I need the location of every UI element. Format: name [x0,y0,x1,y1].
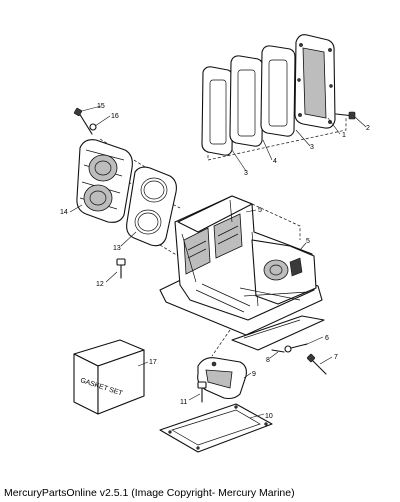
callout-6: 6 [325,335,329,342]
adapter-plate [211,315,325,357]
cylinder-block [159,195,323,336]
callout-14: 14 [60,209,68,216]
callout-9: 9 [252,371,256,378]
image-caption: MercuryPartsOnline v2.5.1 (Image Copyrig… [4,487,295,499]
callout-5b: 5 [306,238,310,245]
lower-gasket [159,403,273,453]
callout-12: 12 [96,281,104,288]
cylinder-head-group [73,107,189,279]
callout-4: 4 [273,158,277,165]
leader-lines [69,105,367,419]
gasket-set-box: GASKET SET [73,339,145,415]
exhaust-bracket [197,357,247,403]
callout-1: 1 [342,132,346,139]
callout-16: 16 [111,113,119,120]
callout-3a: 3 [310,144,314,151]
callout-8: 8 [266,357,270,364]
callout-2: 2 [366,125,370,132]
fasteners [271,343,327,375]
callout-17: 17 [149,359,157,366]
cover-gasket-rear [260,45,296,137]
callout-10: 10 [265,413,273,420]
callout-7: 7 [334,354,338,361]
callout-3b: 3 [244,170,248,177]
cover-plates-group [201,34,356,161]
callout-5a: 5 [258,207,262,214]
callout-labels: 15 16 14 13 12 1 2 3 4 3 5 5 6 7 8 9 11 … [60,103,370,420]
callout-15: 15 [97,103,105,110]
cover-plate [229,55,264,147]
callout-11: 11 [180,399,187,406]
callout-13: 13 [113,245,121,252]
